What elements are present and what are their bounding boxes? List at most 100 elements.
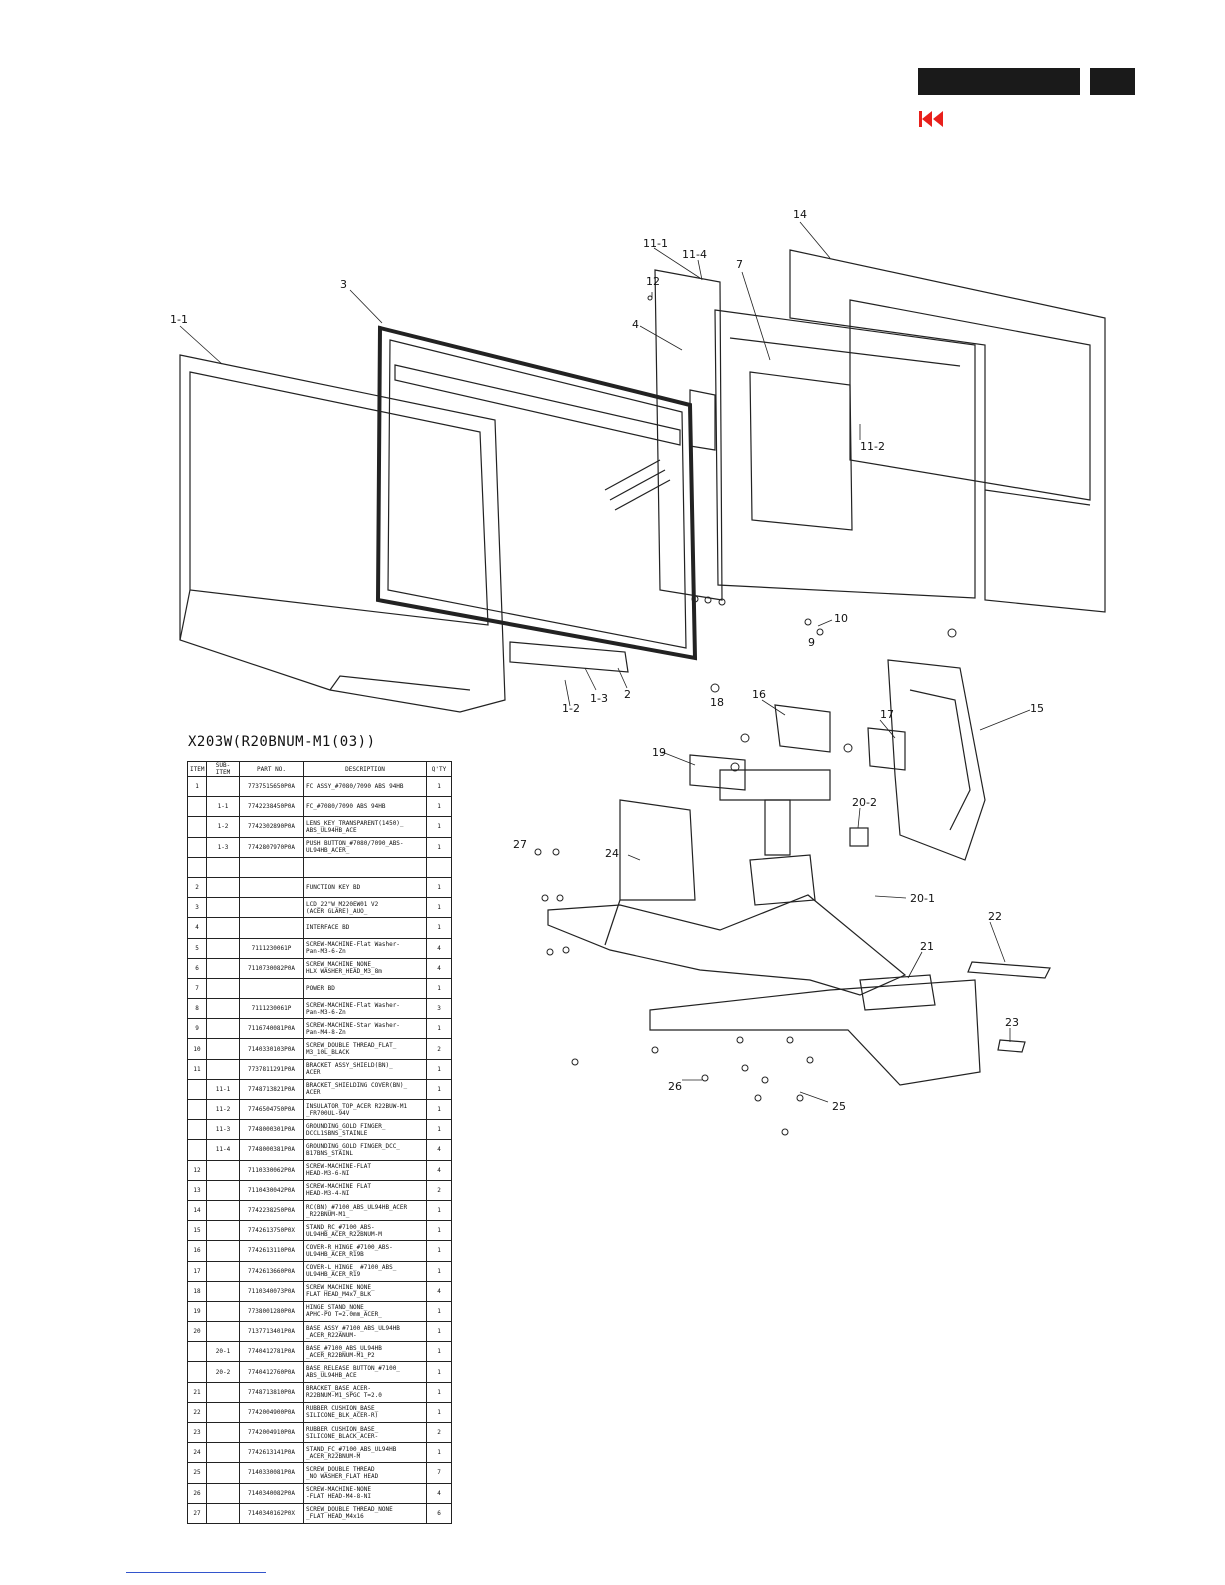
base-bracket-part [649,974,981,1086]
cell-sub-item [206,937,240,959]
cell-qty: 1 [426,1199,452,1222]
cell-part-no: 7742004900P0A [239,1401,304,1424]
cell-description: STAND_FC_#7100_ABS_UL94HB _ACER_R22BNUM-… [303,1442,427,1464]
callout-label: 24 [605,847,619,860]
cell-qty: 1 [426,816,452,838]
cell-description: SCREW-MACHINE-Flat Washer- Pan-M3-6-Zn [303,998,427,1020]
cell-item [187,1119,207,1141]
cell-description: BRACKET_BASE_ACER- R22BNUM-M1_SPGC T=2.0 [303,1381,427,1403]
hinge-cover-r-part [774,704,831,753]
cell-part-no [239,856,304,878]
cell-item: 26 [187,1482,207,1504]
cell-item: 15 [187,1220,207,1242]
cell-part-no: 7737515650P0A [239,775,304,798]
col-header-qty: Q'TY [426,761,452,777]
footer-link-underline[interactable] [126,1572,266,1573]
cell-qty: 1 [426,796,452,818]
cell-description: STAND_RC_#7100_ABS- UL94HB_ACER_R22BNUM-… [303,1220,427,1242]
cell-part-no [239,977,304,1000]
cell-part-no: 7742807970P0A [239,836,304,858]
cell-description: COVER-L_HINGE_ #7100_ABS_ UL94HB_ACER_R1… [303,1260,427,1282]
cell-item: 24 [187,1442,207,1464]
cell-description: SCREW-MACHINE-Flat Washer- Pan-M3-6-Zn [303,937,427,959]
cell-sub-item [206,1401,240,1424]
cell-item: 21 [187,1381,207,1403]
base-part [547,799,907,996]
cell-part-no: 7140330103P0A [239,1038,304,1060]
cell-description: SCREW-MACHINE-Star Washer- Pan-M4-8-Zn [303,1018,427,1040]
cell-part-no: 7110330062P0A [239,1159,304,1181]
callout-label: 14 [793,208,807,221]
cell-qty: 7 [426,1462,452,1484]
cell-part-no: 7748000301P0A [239,1119,304,1141]
cell-sub-item [206,1058,240,1080]
callout-label: 16 [752,688,766,701]
cell-description: LENS_KEY_TRANSPARENT(1450)_ ABS_UL94HB_A… [303,816,427,838]
callout-label: 20-1 [910,892,935,905]
rubber-cushion-strip-part [967,961,1051,979]
cell-qty: 1 [426,1220,452,1242]
callout-label: 20-2 [852,796,877,809]
callout-label: 9 [808,636,815,649]
cell-qty: 4 [426,1482,452,1504]
callout-label: 23 [1005,1016,1019,1029]
cell-qty: 1 [426,1300,452,1323]
skip-back-icon[interactable] [918,110,944,128]
cell-sub-item [206,775,240,798]
cell-description: RUBBER CUSHION_BASE_ SILICONE_BLACK_ACER… [303,1421,427,1444]
cell-part-no: 7742238250P0A [239,1199,304,1222]
cell-item: 5 [187,937,207,959]
callout-label: 1-2 [562,702,580,715]
cell-item [187,1341,207,1363]
cell-description: BASE_#7100_ABS_UL94HB _ACER_R22BNUM-M1_P… [303,1341,427,1363]
cell-part-no: 7111230061P [239,937,304,959]
callout-label: 22 [988,910,1002,923]
callout-label: 12 [646,275,660,288]
cell-description: COVER-R_HINGE_#7100_ABS- UL94HB_ACER_R19… [303,1240,427,1262]
cell-sub-item [206,1038,240,1060]
cell-qty: 1 [426,1058,452,1080]
power-board-part [714,309,976,599]
cell-part-no: 7742238450P0A [239,796,304,818]
cell-description: POWER BD [303,977,427,1000]
cell-part-no: 7748713821P0A [239,1078,304,1101]
cell-description: FUNCTION KEY BD [303,876,427,899]
callout-label: 11-1 [643,237,668,250]
cell-sub-item [206,917,240,939]
cell-item [187,1361,207,1383]
cell-qty: 2 [426,1421,452,1444]
col-header-item: ITEM [187,761,207,777]
cell-qty: 1 [426,1098,452,1121]
cell-sub-item [206,1421,240,1444]
cell-sub-item [206,1159,240,1181]
cell-qty: 2 [426,1038,452,1060]
cell-qty: 1 [426,1361,452,1383]
cell-sub-item [206,957,240,979]
cell-item [187,1078,207,1101]
stand-rear-part [887,659,986,861]
callout-label: 4 [632,318,639,331]
cell-description: HINGE_STAND_NONE_ APHC-PO T=2.0mm_ACER_ [303,1300,427,1323]
cell-item [187,796,207,818]
cell-description: BRACKET ASSY_SHIELD(BN)_ ACER [303,1058,427,1080]
callout-label: 21 [920,940,934,953]
cell-part-no: 7748000381P0A [239,1139,304,1161]
cell-item: 7 [187,977,207,1000]
cell-sub-item: 1-2 [206,816,240,838]
cell-qty: 1 [426,876,452,899]
screws [534,295,957,1136]
cell-description: RUBBER CUSHION_BASE_ SILICONE_BLK_ACER-R… [303,1401,427,1424]
cell-sub-item [206,998,240,1020]
